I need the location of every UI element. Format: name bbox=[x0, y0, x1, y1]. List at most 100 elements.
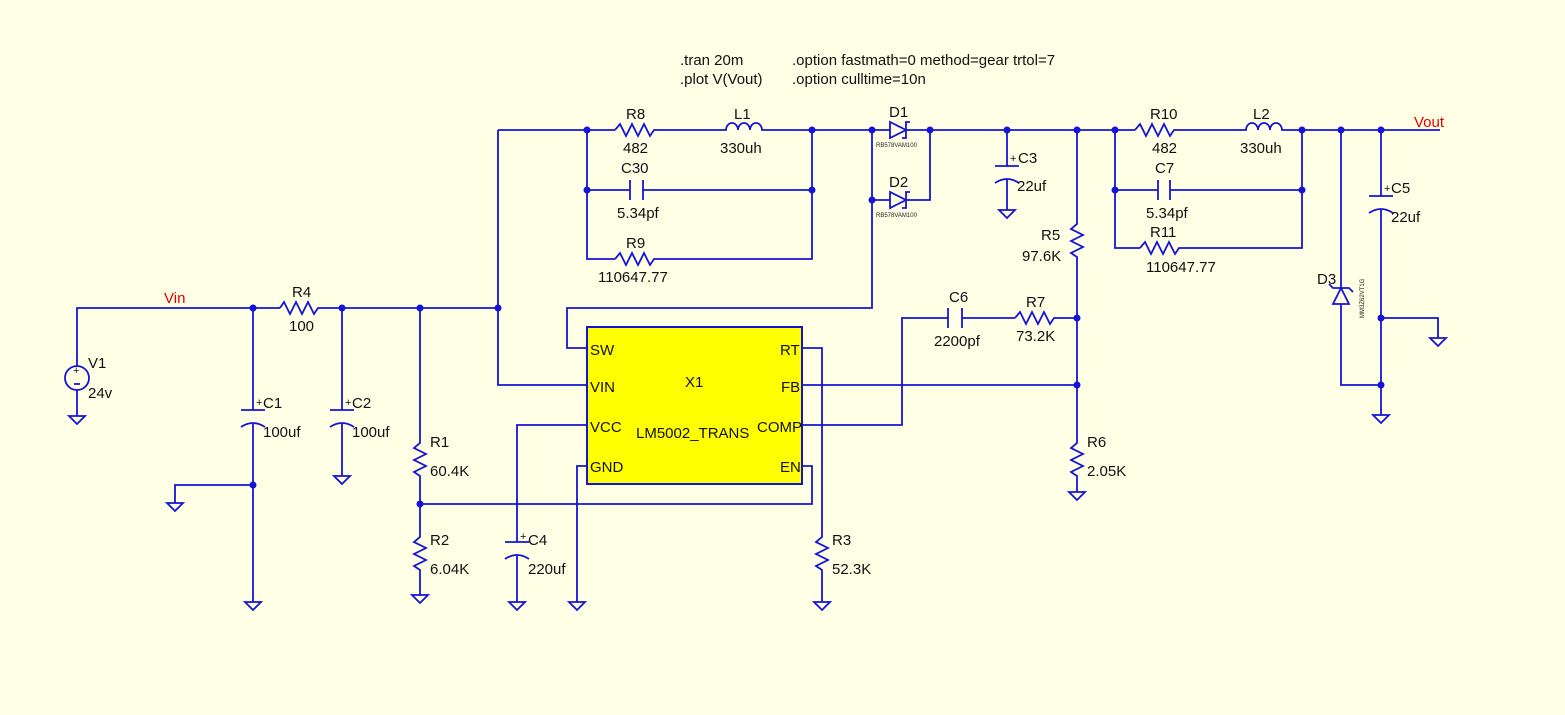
ref-c7: C7 bbox=[1155, 160, 1174, 177]
ground-icon bbox=[66, 415, 88, 426]
ground-icon bbox=[409, 594, 431, 605]
value-r1: 60.4K bbox=[430, 463, 469, 480]
capacitor-c4[interactable]: + bbox=[504, 531, 530, 560]
ic-pin-comp: COMP bbox=[757, 419, 802, 436]
ic-x1-body[interactable] bbox=[586, 326, 803, 485]
value-l1: 330uh bbox=[720, 140, 762, 157]
inductor-l2[interactable] bbox=[1240, 122, 1286, 131]
capacitor-c5[interactable]: + bbox=[1368, 183, 1394, 214]
value-c3: 22uf bbox=[1017, 178, 1047, 195]
ground-icon bbox=[1427, 337, 1449, 348]
value-c1: 100uf bbox=[263, 424, 301, 441]
ic-pin-gnd: GND bbox=[590, 459, 624, 476]
ref-r6: R6 bbox=[1087, 434, 1106, 451]
capacitor-c7[interactable] bbox=[1157, 180, 1171, 200]
ref-c2: C2 bbox=[352, 395, 371, 412]
value-r3: 52.3K bbox=[832, 561, 871, 578]
svg-text:+: + bbox=[520, 531, 526, 543]
resistor-r11[interactable] bbox=[1139, 239, 1183, 257]
ref-r11: R11 bbox=[1150, 224, 1176, 241]
ground-symbols bbox=[66, 209, 1449, 612]
ref-r9: R9 bbox=[626, 235, 645, 252]
ground-icon bbox=[811, 601, 833, 612]
net-label-vout: Vout bbox=[1414, 114, 1445, 131]
value-r7: 73.2K bbox=[1016, 328, 1055, 345]
voltage-source-v1[interactable]: + bbox=[64, 365, 90, 391]
resistor-r4[interactable] bbox=[279, 299, 322, 317]
diode-d1[interactable] bbox=[889, 120, 910, 140]
value-r5: 97.6K bbox=[1022, 248, 1061, 265]
value-v1: 24v bbox=[88, 385, 113, 402]
ground-icon bbox=[164, 502, 186, 513]
net-label-vin: Vin bbox=[164, 290, 185, 307]
resistor-r7[interactable] bbox=[1014, 309, 1058, 327]
ref-d2: D2 bbox=[889, 174, 908, 191]
capacitor-c3[interactable]: + bbox=[994, 153, 1020, 184]
ref-v1: V1 bbox=[88, 355, 106, 372]
ref-r1: R1 bbox=[430, 434, 449, 451]
ref-r2: R2 bbox=[430, 532, 449, 549]
value-c6: 2200pf bbox=[934, 333, 981, 350]
directive-tran[interactable]: .tran 20m bbox=[680, 52, 743, 69]
value-d1: RB578VAM100 bbox=[876, 143, 918, 149]
ref-c5: C5 bbox=[1391, 180, 1410, 197]
value-d2: RB578VAM100 bbox=[876, 213, 918, 219]
value-c5: 22uf bbox=[1391, 209, 1421, 226]
ref-r8: R8 bbox=[626, 106, 645, 123]
ic-pin-sw: SW bbox=[590, 342, 615, 359]
resistor-r6[interactable] bbox=[1068, 437, 1086, 481]
svg-text:+: + bbox=[256, 397, 262, 409]
value-c7: 5.34pf bbox=[1146, 205, 1189, 222]
ic-pin-en: EN bbox=[780, 459, 801, 476]
ref-l2: L2 bbox=[1253, 106, 1270, 123]
ground-icon bbox=[566, 601, 588, 612]
zener-diode-d3[interactable] bbox=[1328, 280, 1354, 310]
ref-d1: D1 bbox=[889, 104, 908, 121]
capacitor-c6[interactable] bbox=[947, 308, 963, 328]
ground-icon bbox=[331, 475, 353, 486]
svg-text:+: + bbox=[1010, 153, 1016, 165]
capacitor-c30[interactable] bbox=[629, 180, 644, 200]
resistor-r10[interactable] bbox=[1134, 121, 1178, 139]
ic-pin-vcc: VCC bbox=[590, 419, 622, 436]
wires bbox=[76, 129, 1440, 602]
value-r10: 482 bbox=[1152, 140, 1177, 157]
value-c2: 100uf bbox=[352, 424, 390, 441]
svg-text:+: + bbox=[345, 397, 351, 409]
value-c4: 220uf bbox=[528, 561, 566, 578]
ground-icon bbox=[242, 601, 264, 612]
ref-c1: C1 bbox=[263, 395, 282, 412]
ic-pin-vin: VIN bbox=[590, 379, 615, 396]
capacitor-c1[interactable]: + bbox=[240, 397, 266, 428]
ref-r5: R5 bbox=[1041, 227, 1060, 244]
ground-icon bbox=[506, 601, 528, 612]
directive-option-1[interactable]: .option fastmath=0 method=gear trtol=7 bbox=[792, 52, 1055, 69]
ref-r3: R3 bbox=[832, 532, 851, 549]
resistor-r5[interactable] bbox=[1068, 218, 1086, 262]
ref-r7: R7 bbox=[1026, 294, 1045, 311]
ic-name: LM5002_TRANS bbox=[636, 425, 749, 442]
value-r2: 6.04K bbox=[430, 561, 469, 578]
value-d3: MM3Z62VT1G bbox=[1360, 278, 1366, 318]
value-r6: 2.05K bbox=[1087, 463, 1126, 480]
resistor-r3[interactable] bbox=[813, 531, 831, 575]
ref-c3: C3 bbox=[1018, 150, 1037, 167]
value-r9: 110647.77 bbox=[598, 269, 668, 286]
resistor-r9[interactable] bbox=[614, 250, 658, 268]
directive-plot[interactable]: .plot V(Vout) bbox=[680, 71, 763, 88]
inductor-l1[interactable] bbox=[720, 122, 766, 131]
ref-l1: L1 bbox=[734, 106, 751, 123]
capacitor-c2[interactable]: + bbox=[329, 397, 355, 428]
resistor-r1[interactable] bbox=[411, 437, 429, 481]
value-c30: 5.34pf bbox=[617, 205, 660, 222]
value-r8: 482 bbox=[623, 140, 648, 157]
resistor-r2[interactable] bbox=[411, 531, 429, 575]
svg-text:+: + bbox=[1384, 183, 1390, 195]
ground-icon bbox=[1370, 414, 1392, 425]
ground-icon bbox=[1066, 491, 1088, 502]
resistor-r8[interactable] bbox=[614, 121, 658, 139]
diode-d2[interactable] bbox=[889, 190, 910, 210]
directive-option-2[interactable]: .option culltime=10n bbox=[792, 71, 926, 88]
value-l2: 330uh bbox=[1240, 140, 1282, 157]
